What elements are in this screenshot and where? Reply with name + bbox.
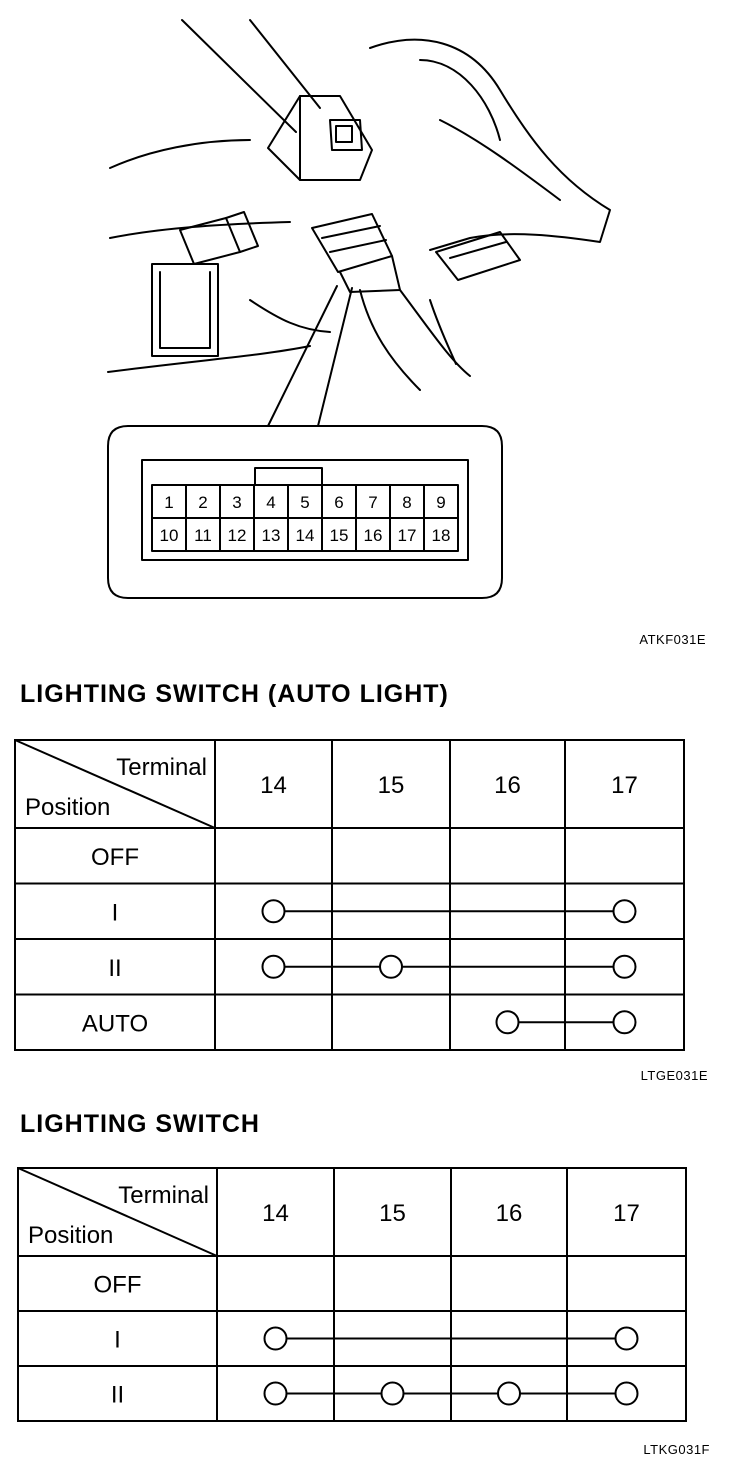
header-diagonal: [14, 739, 216, 829]
position-label-i: I: [114, 1327, 121, 1354]
terminal-header-14: 14: [260, 772, 287, 799]
header-terminal-label: Terminal: [116, 754, 207, 781]
terminal-header-15: 15: [379, 1200, 406, 1227]
connector-pin-3: 3: [232, 493, 241, 512]
continuity-point-17: [612, 1010, 637, 1035]
connector-pin-4: 4: [266, 493, 275, 512]
terminal-header-17: 17: [611, 772, 638, 799]
continuity-point-15: [379, 954, 403, 979]
connector-pin-14: 14: [296, 526, 315, 545]
continuity-point-14: [263, 1381, 288, 1406]
figure-code-illustration: ATKF031E: [639, 632, 706, 647]
continuity-point-17: [614, 1326, 639, 1351]
connector-pin-17: 17: [398, 526, 417, 545]
table-border: [17, 1167, 687, 1422]
connector-pin-10: 10: [160, 526, 179, 545]
header-position-label: Position: [28, 1222, 113, 1249]
terminal-header-14: 14: [262, 1200, 289, 1227]
connector-pin-5: 5: [300, 493, 309, 512]
terminal-header-16: 16: [496, 1200, 523, 1227]
connector-pin-9: 9: [436, 493, 445, 512]
connector-pin-13: 13: [262, 526, 281, 545]
position-label-ii: II: [108, 955, 121, 982]
position-label-ii: II: [111, 1382, 124, 1409]
position-label-off: OFF: [94, 1272, 142, 1299]
continuity-point-14: [263, 1326, 288, 1351]
connector-pin-1: 1: [164, 493, 173, 512]
header-diagonal: [17, 1167, 218, 1257]
terminal-header-15: 15: [378, 772, 405, 799]
position-label-auto: AUTO: [82, 1010, 148, 1037]
connector-pin-6: 6: [334, 493, 343, 512]
continuity-point-17: [614, 1381, 639, 1406]
terminal-header-17: 17: [613, 1200, 640, 1227]
continuity-point-17: [612, 954, 637, 979]
continuity-point-14: [261, 954, 286, 979]
connector-pin-11: 11: [194, 526, 212, 545]
table-title-lighting-switch: LIGHTING SWITCH: [20, 1110, 260, 1138]
continuity-point-16: [497, 1381, 521, 1406]
position-label-i: I: [112, 899, 119, 926]
connector-pin-2: 2: [198, 493, 207, 512]
figure-code-auto-table: LTGE031E: [640, 1068, 708, 1083]
header-terminal-label: Terminal: [118, 1182, 209, 1209]
continuity-point-15: [380, 1381, 405, 1406]
figure-code-plain-table: LTKG031F: [643, 1442, 710, 1457]
connector-pin-8: 8: [402, 493, 411, 512]
header-position-label: Position: [25, 794, 110, 821]
connector-pin-18: 18: [432, 526, 451, 545]
table-border: [14, 739, 685, 1051]
continuity-point-14: [261, 899, 286, 924]
connector-pin-7: 7: [368, 493, 377, 512]
connector-pin-12: 12: [228, 526, 247, 545]
table-title-auto-light: LIGHTING SWITCH (AUTO LIGHT): [20, 680, 449, 708]
position-label-off: OFF: [91, 844, 139, 871]
connector-pin-16: 16: [364, 526, 383, 545]
connector-pin-15: 15: [330, 526, 349, 545]
continuity-point-16: [495, 1010, 520, 1035]
continuity-point-17: [612, 899, 637, 924]
terminal-header-16: 16: [494, 772, 521, 799]
